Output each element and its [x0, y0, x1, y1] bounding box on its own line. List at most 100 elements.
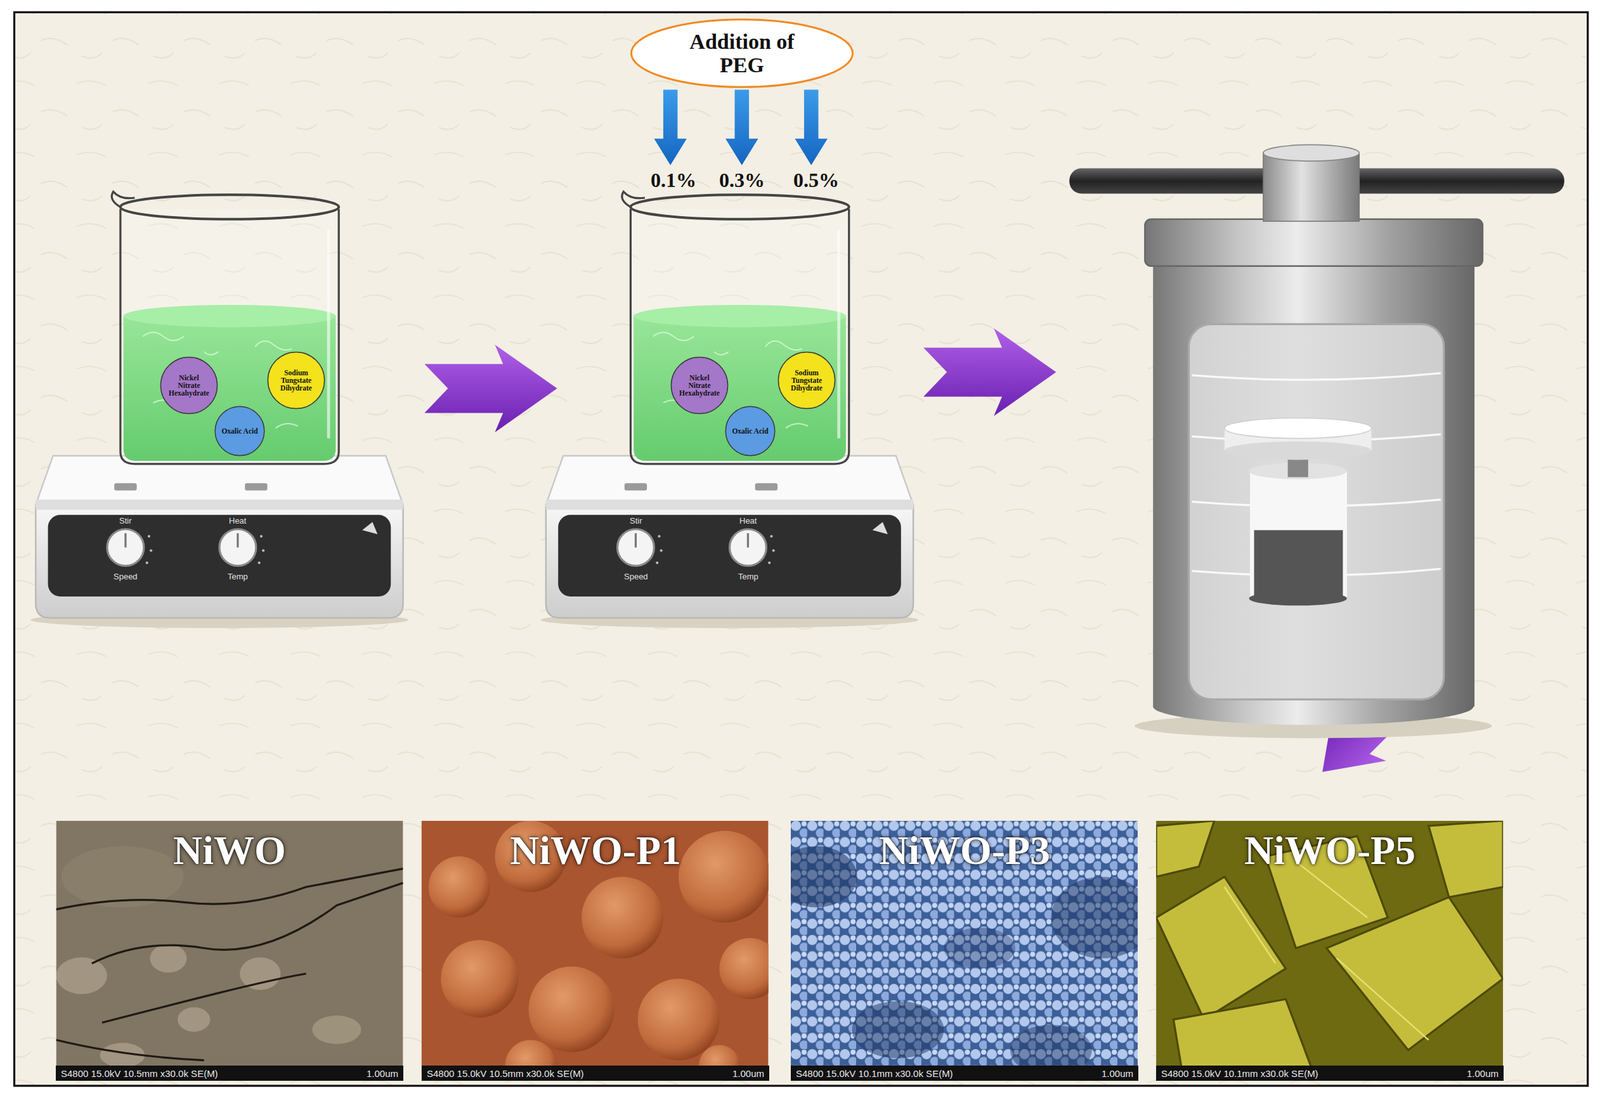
sem-texture [790, 821, 1138, 1082]
chemical-circle: Oxalic Acid [214, 405, 266, 457]
chemical-name: Oxalic Acid [221, 427, 259, 436]
scale-bar-label: 1.00um [366, 1068, 399, 1080]
text-holder: Sodium Tungstate Dihydrate [785, 369, 829, 392]
illustration-part [794, 90, 827, 166]
knob-label: Stir [629, 516, 643, 526]
knob-label: Heat [228, 516, 247, 526]
illustration-part [1248, 591, 1347, 607]
shape-fill [214, 406, 265, 456]
sem-image: NiWO-P1S4800 15.0kV 10.5mm x30.0k SE(M) 1… [421, 821, 770, 1082]
chemical-circle: Nickel Nitrate Hexahydrate [670, 356, 729, 415]
illustration-part [1224, 861, 1429, 1041]
concentration-label: 0.5% [793, 169, 840, 192]
knob-label: Speed [624, 572, 649, 582]
illustration-part [1050, 877, 1138, 959]
concentration-label: 0.1% [650, 169, 697, 192]
text-holder: Oxalic Acid [221, 427, 259, 436]
shape-fill [725, 406, 775, 456]
shape-fill [670, 357, 728, 414]
instrument-info: S4800 15.0kV 10.5mm x30.0k SE(M) [60, 1068, 219, 1080]
illustration-part [1156, 821, 1215, 878]
shape-fill [160, 357, 217, 414]
illustration-part [790, 846, 858, 909]
illustration-part [177, 1007, 210, 1033]
chemical-circle: Sodium Tungstate Dihydrate [266, 351, 326, 410]
shape-fill [778, 351, 835, 409]
illustration-part [55, 821, 403, 1082]
illustration-part [678, 831, 769, 924]
reagent-label: Addition of PEG [675, 29, 809, 78]
sem-info-bar: S4800 15.0kV 10.5mm x30.0k SE(M) 1.00um [55, 1066, 404, 1082]
illustration-part [852, 1001, 945, 1059]
knob-label: Speed [113, 572, 138, 582]
text-holder: Nickel Nitrate Hexahydrate [167, 374, 211, 397]
sem-info-bar: S4800 15.0kV 10.1mm x30.0k SE(M) 1.00um [1156, 1066, 1504, 1082]
concentration-label: 0.3% [719, 169, 765, 192]
chemical-name: Sodium Tungstate Dihydrate [785, 369, 829, 392]
illustration-part [725, 90, 758, 166]
sample-label: NiWO-P5 [1156, 821, 1504, 874]
process-arrow [424, 344, 557, 433]
process-arrow [923, 328, 1056, 417]
illustration-part [1249, 471, 1347, 599]
illustration-part [581, 877, 664, 959]
illustration-part [61, 846, 184, 909]
illustration-part [528, 967, 614, 1053]
scale-bar-label: 1.00um [1466, 1068, 1499, 1080]
blue-arrows [653, 90, 828, 166]
illustration-part [1156, 821, 1503, 1082]
instrument-info: S4800 15.0kV 10.1mm x30.0k SE(M) [1161, 1068, 1319, 1080]
autoclave [1069, 144, 1564, 739]
sem-info-bar: S4800 15.0kV 10.1mm x30.0k SE(M) 1.00um [790, 1066, 1139, 1082]
knob-label: Heat [739, 516, 757, 526]
chemical-circle: Nickel Nitrate Hexahydrate [159, 356, 219, 415]
illustration-part [1156, 877, 1286, 1020]
illustration-part [653, 90, 687, 166]
chemical-name: Nickel Nitrate Hexahydrate [167, 374, 211, 397]
illustration-part [428, 856, 491, 919]
chemical-name: Oxalic Acid [731, 427, 770, 436]
chemical-name: Sodium Tungstate Dihydrate [274, 369, 318, 392]
sem-texture [421, 821, 769, 1082]
scale-bar-label: 1.00um [1101, 1068, 1134, 1080]
illustration-part [1224, 441, 1372, 460]
knob-label: Temp [738, 572, 759, 582]
illustration-part [1428, 821, 1503, 898]
instrument-info: S4800 15.0kV 10.1mm x30.0k SE(M) [795, 1068, 954, 1080]
illustration-part [440, 940, 519, 1018]
scale-bar-label: 1.00um [732, 1068, 765, 1080]
instrument-info: S4800 15.0kV 10.5mm x30.0k SE(M) [426, 1068, 585, 1080]
illustration-part [719, 938, 768, 1001]
text-holder: Oxalic Acid [731, 427, 770, 436]
text-holder: Nickel Nitrate Hexahydrate [677, 374, 722, 397]
illustration-part [1156, 821, 1503, 1082]
frame [14, 12, 1588, 1087]
sem-image: NiWO-P5S4800 15.0kV 10.1mm x30.0k SE(M) 1… [1156, 821, 1504, 1082]
sem-info-bar: S4800 15.0kV 10.5mm x30.0k SE(M) 1.00um [421, 1066, 770, 1082]
shape-fill [267, 351, 325, 409]
shape-fill [630, 19, 853, 88]
knob-label: Stir [119, 516, 132, 526]
sample-label: NiWO-P1 [421, 821, 770, 874]
chemical-circle: Sodium Tungstate Dihydrate [777, 351, 836, 410]
sem-texture [55, 821, 403, 1082]
chemical-name: Nickel Nitrate Hexahydrate [677, 374, 722, 397]
knob-label: Temp [227, 572, 248, 582]
reagent-ellipse: Addition of PEG [627, 18, 857, 89]
illustration-part [943, 928, 1016, 970]
sample-label: NiWO [55, 821, 404, 874]
beaker [111, 191, 339, 464]
sem-texture [1156, 821, 1503, 1082]
sample-label: NiWO-P3 [790, 821, 1139, 874]
hot-plate [30, 455, 408, 629]
illustration-part [312, 1015, 361, 1045]
illustration-part [1144, 219, 1483, 267]
sem-image: NiWO S4800 15.0kV 10.5mm x30.0k SE(M) 1.00… [55, 821, 404, 1082]
illustration-part [1152, 263, 1475, 708]
illustration-part [1254, 530, 1344, 598]
text-holder: Addition of PEG [675, 29, 809, 78]
illustration-part [150, 944, 188, 973]
